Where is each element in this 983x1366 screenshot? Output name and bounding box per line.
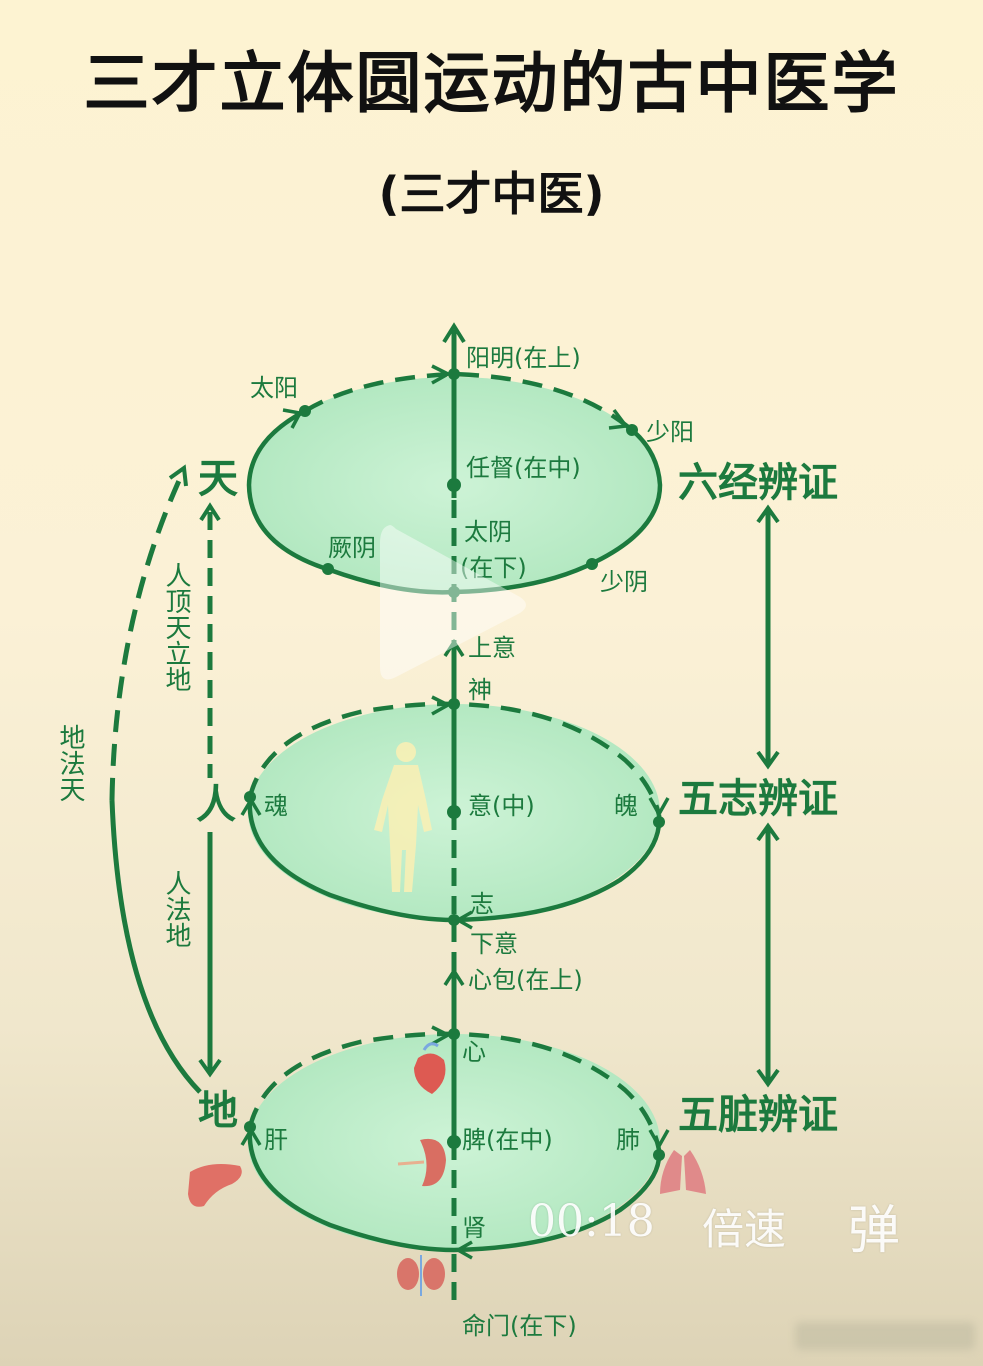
talents-links	[109, 464, 222, 1094]
label-yangming: 阳明(在上)	[466, 344, 581, 372]
label-shaoyin: 少阴	[600, 568, 648, 596]
label-human-heaven-earth: 人顶天立地	[161, 562, 191, 692]
label-mingmen: 命门(在下)	[462, 1312, 577, 1340]
label-shen: 神	[468, 676, 492, 704]
label-spleen: 脾(在中)	[462, 1126, 553, 1154]
label-po: 魄	[614, 792, 638, 820]
label-pericardium: 心包(在上)	[468, 966, 583, 994]
label-taiyang: 太阳	[250, 374, 298, 402]
central-axis	[442, 322, 466, 1310]
label-six-channels: 六经辨证	[678, 460, 838, 506]
danmaku-button[interactable]: 弹	[848, 1201, 901, 1261]
page-subtitle: (三才中医)	[378, 167, 605, 221]
label-human-follows-earth: 人法地	[161, 870, 191, 948]
label-heaven: 天	[198, 456, 238, 502]
label-earth-follows-heaven: 地法天	[55, 724, 85, 802]
label-five-organs: 五脏辨证	[678, 1092, 838, 1138]
label-upper-yi: 上意	[468, 634, 516, 662]
label-taiyin: 太阴	[464, 518, 512, 546]
label-earth: 地	[198, 1088, 238, 1134]
label-rendu: 任督(在中)	[466, 454, 581, 482]
video-time: 00:18	[528, 1196, 655, 1247]
label-lung: 肺	[616, 1126, 640, 1154]
liver-icon	[188, 1164, 242, 1207]
label-jueyin: 厥阴	[328, 534, 376, 562]
label-liver: 肝	[264, 1126, 288, 1154]
playback-speed-button[interactable]: 倍速	[702, 1205, 787, 1254]
blurred-watermark	[795, 1322, 975, 1350]
lungs-icon	[660, 1150, 706, 1194]
method-links	[756, 504, 780, 1088]
label-lower-yi: 下意	[470, 930, 518, 958]
page-title: 三才立体圆运动的古中医学	[83, 45, 900, 122]
heart-icon	[414, 1042, 446, 1094]
label-heart: 心	[462, 1038, 486, 1066]
play-icon[interactable]	[372, 515, 532, 695]
label-kidney: 肾	[462, 1214, 486, 1242]
label-hun: 魂	[264, 792, 288, 820]
kidney-icon	[397, 1255, 445, 1296]
label-shaoyang: 少阳	[646, 418, 694, 446]
label-five-emotions: 五志辨证	[678, 776, 838, 822]
label-zhi: 志	[470, 890, 494, 918]
human-figure-icon	[374, 742, 432, 892]
spleen-icon	[397, 1138, 446, 1187]
label-yi-center: 意(中)	[468, 792, 535, 820]
label-human: 人	[196, 782, 236, 828]
label-taiyin-below: (在下)	[460, 554, 527, 582]
